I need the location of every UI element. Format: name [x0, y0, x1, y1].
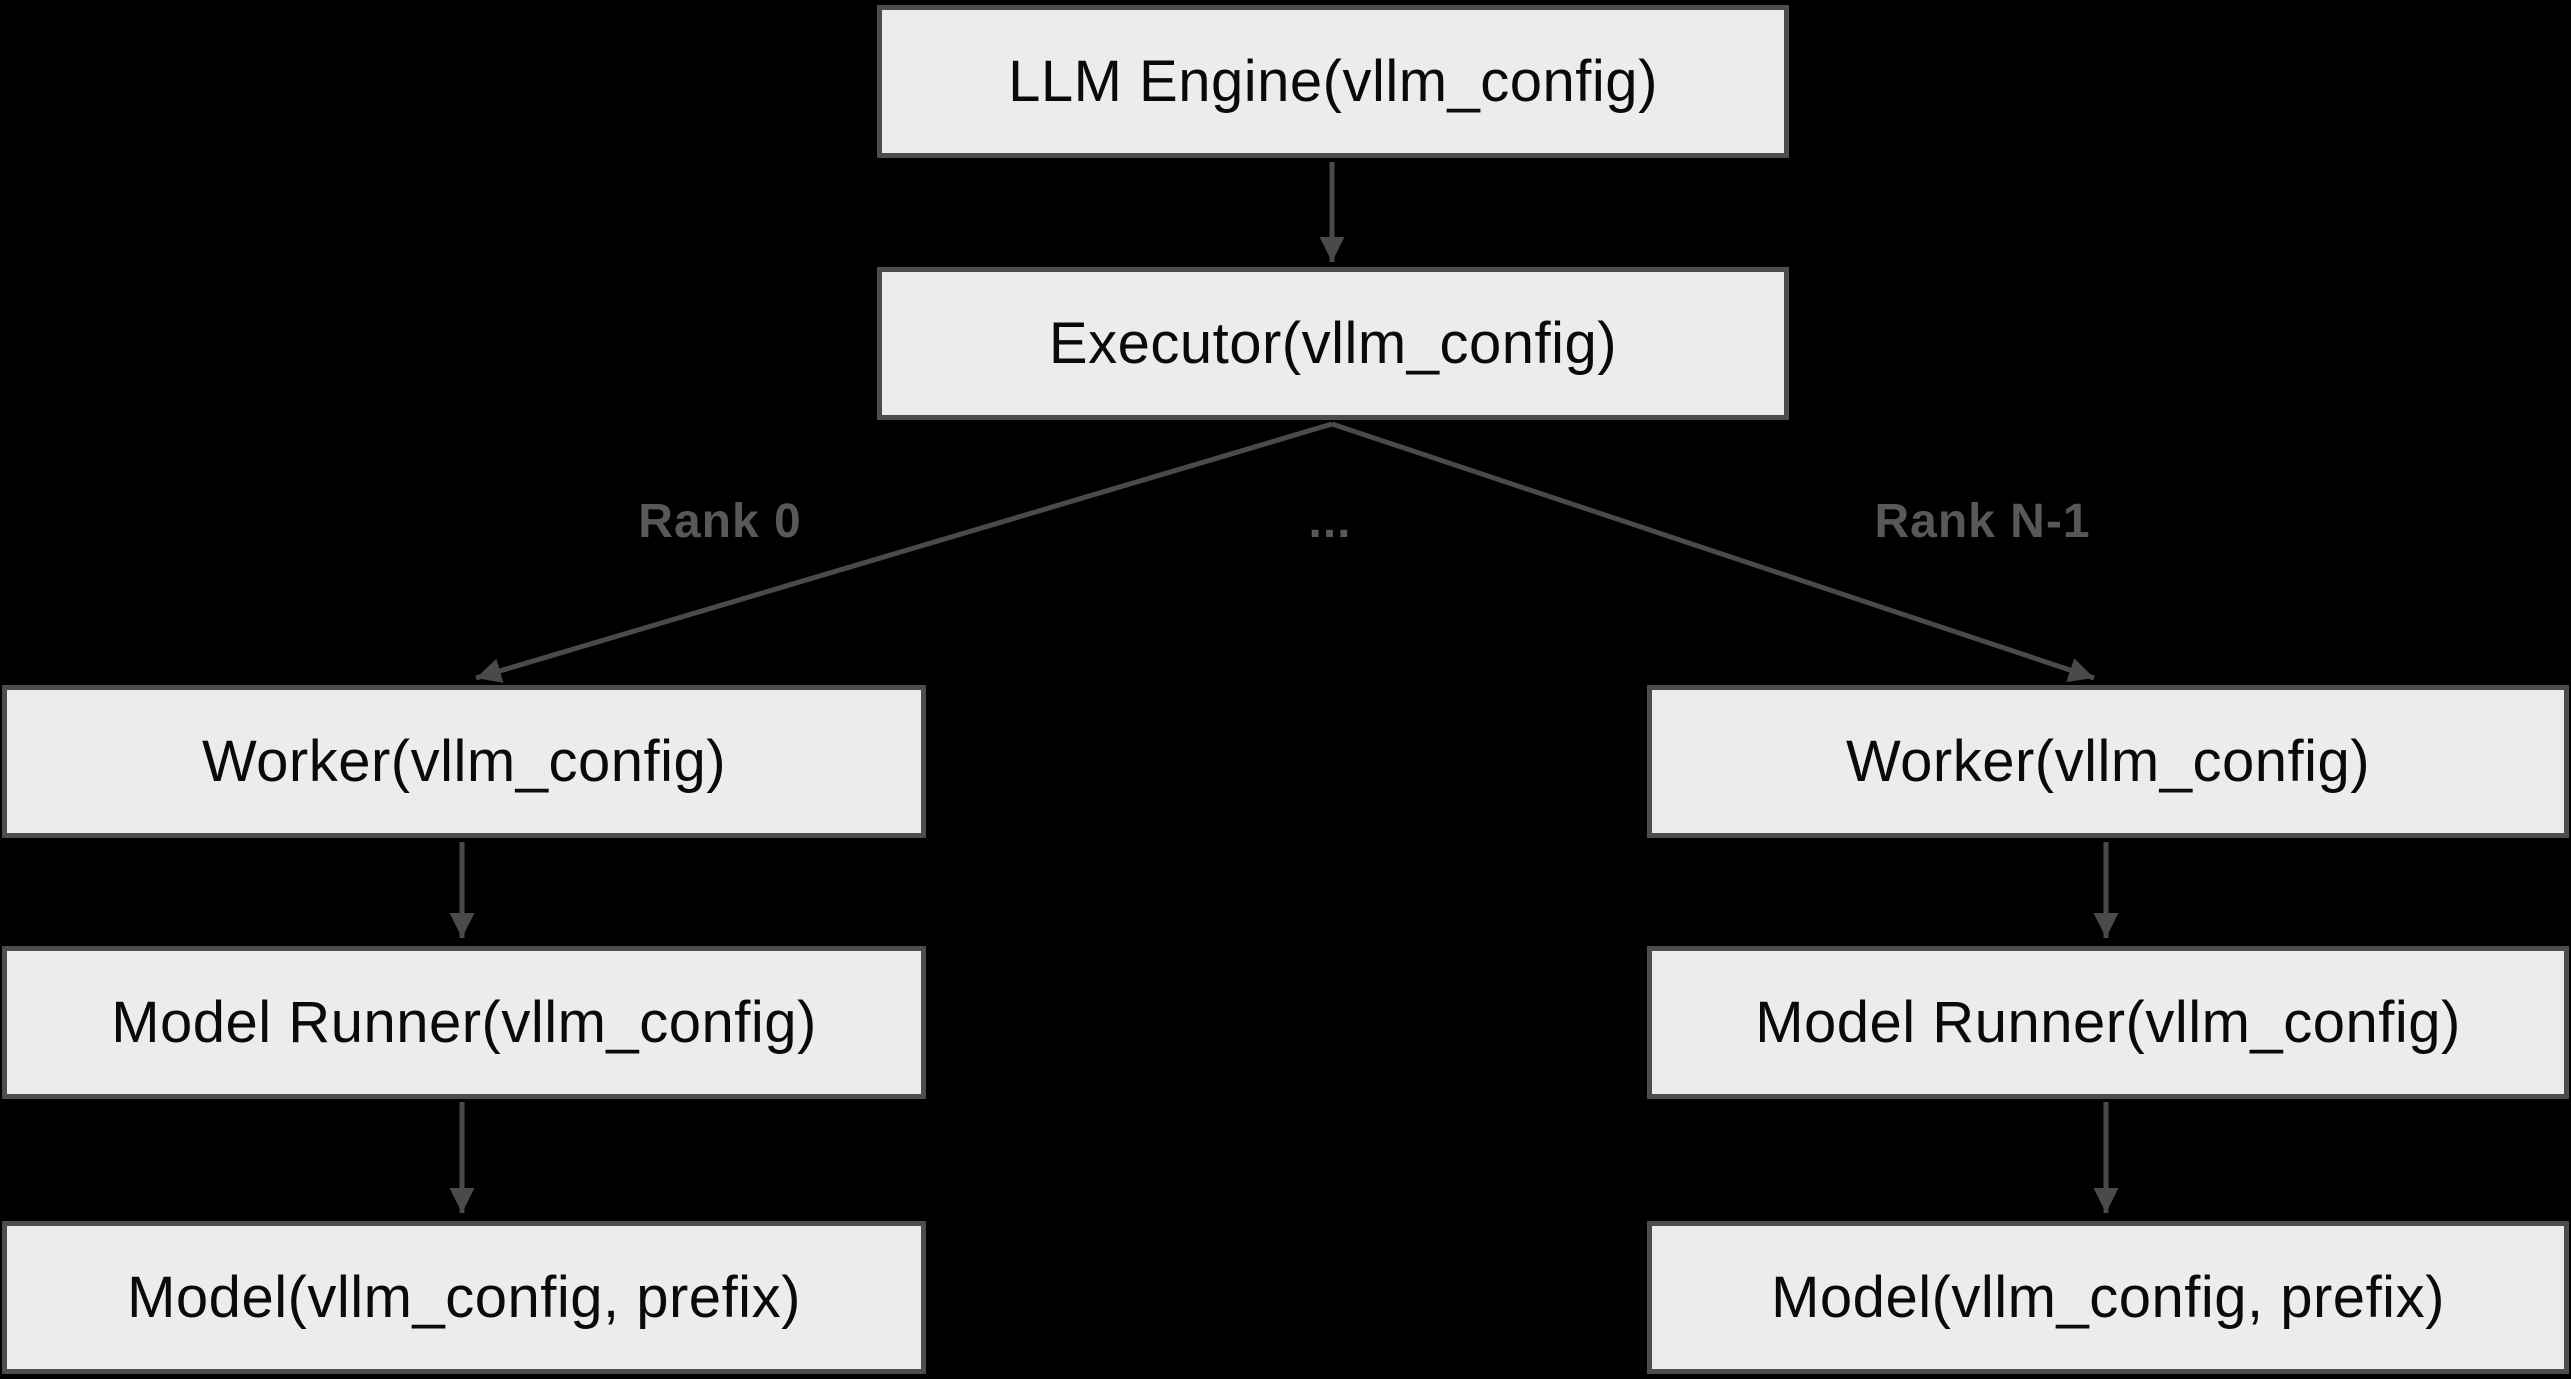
- edge-executor-to-worker-right: [1331, 421, 2095, 682]
- edge-executor-to-worker-left: [475, 421, 1333, 683]
- edge-label-rank-0: Rank 0: [638, 495, 802, 548]
- node-model-rank-n-1: Model(vllm_config, prefix): [1647, 1221, 2569, 1374]
- edge-label-ellipsis: ...: [1308, 495, 1352, 548]
- node-model-rank0: Model(vllm_config, prefix): [2, 1221, 926, 1374]
- node-executor: Executor(vllm_config): [877, 267, 1789, 420]
- node-worker-rank-n-1: Worker(vllm_config): [1647, 685, 2569, 838]
- node-model-runner-rank0: Model Runner(vllm_config): [2, 946, 926, 1099]
- edge-label-rank-n-1: Rank N-1: [1874, 495, 2091, 548]
- node-worker-rank0: Worker(vllm_config): [2, 685, 926, 838]
- node-llm-engine: LLM Engine(vllm_config): [877, 5, 1789, 158]
- node-model-runner-rank-n-1: Model Runner(vllm_config): [1647, 946, 2569, 1099]
